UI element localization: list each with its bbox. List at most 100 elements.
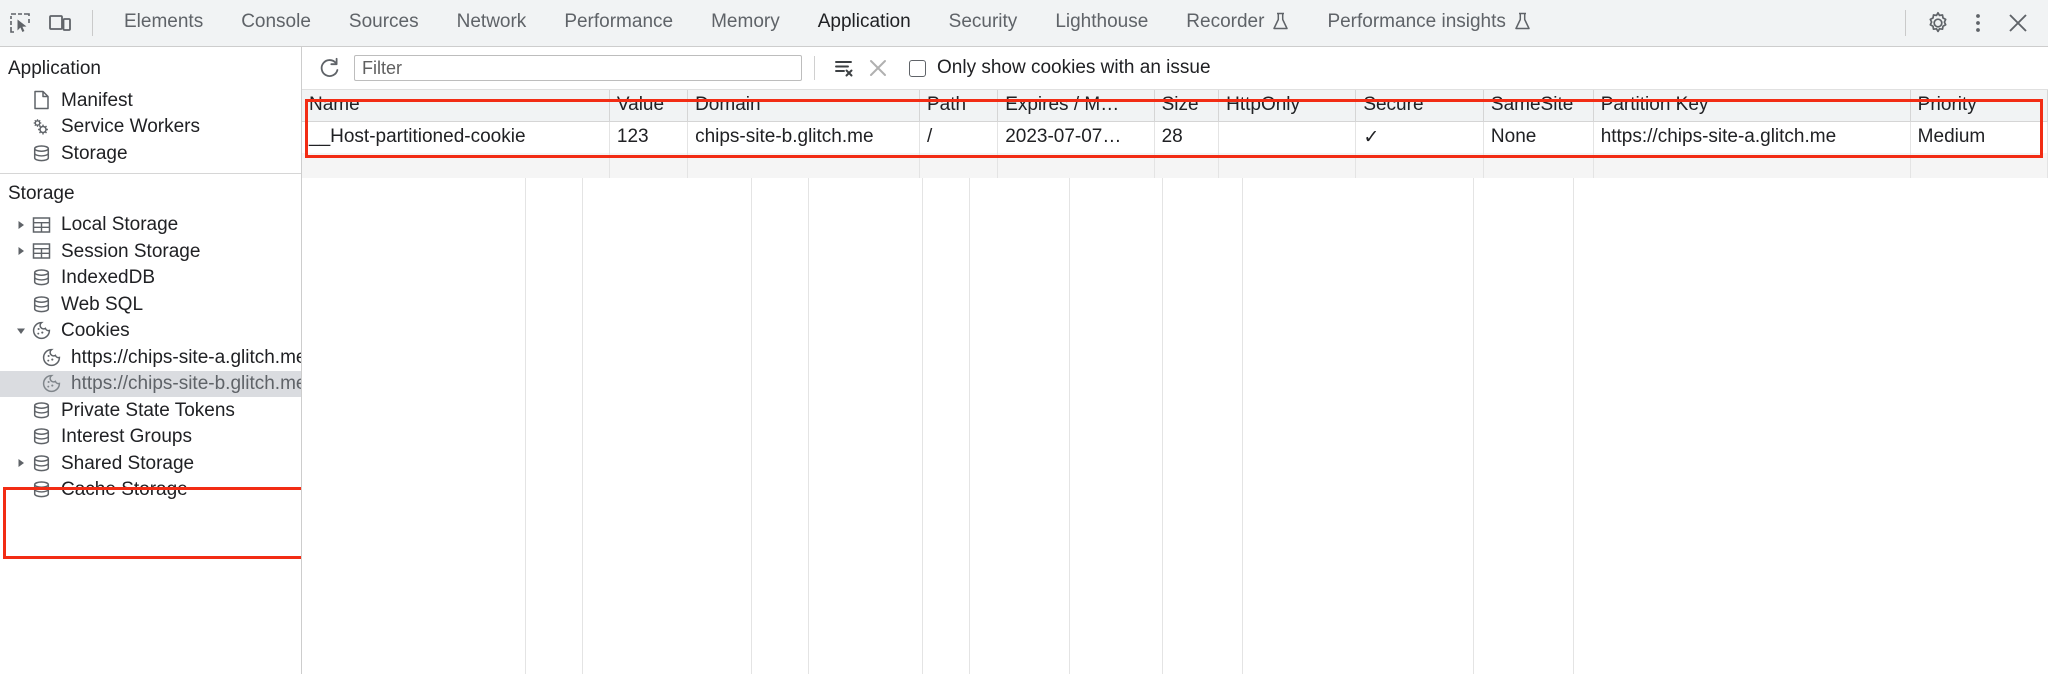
cookies-panel: Only show cookies with an issue Name Val…	[302, 47, 2048, 674]
filler-cell	[1154, 153, 1220, 178]
chevron-right-icon[interactable]	[12, 458, 30, 468]
sidebar-item-session-storage[interactable]: Session Storage	[0, 238, 301, 265]
empty-grid-columns	[302, 178, 2048, 674]
tab-recorder[interactable]: Recorder	[1167, 0, 1308, 46]
sidebar-item-cookies-chips-site-a[interactable]: https://chips-site-a.glitch.me	[0, 344, 301, 371]
sidebar-item-label: Storage	[61, 142, 128, 164]
column-header-partition-key[interactable]: Partition Key	[1593, 90, 1911, 122]
database-icon	[30, 453, 52, 473]
column-header-secure[interactable]: Secure	[1355, 90, 1484, 122]
tab-security[interactable]: Security	[930, 0, 1037, 46]
column-header-size[interactable]: Size	[1154, 90, 1220, 122]
cell-samesite: None	[1483, 121, 1594, 153]
device-toolbar-icon[interactable]	[40, 3, 80, 43]
refresh-icon[interactable]	[312, 53, 346, 83]
tab-label: Recorder	[1186, 10, 1265, 32]
sidebar-section-title-application: Application	[8, 58, 101, 79]
sidebar-item-private-state-tokens[interactable]: Private State Tokens	[0, 397, 301, 424]
table-header-row: Name Value Domain Path Expires / M… Size…	[302, 90, 2048, 122]
database-icon	[30, 268, 52, 288]
tab-performance-insights[interactable]: Performance insights	[1308, 0, 1549, 46]
sidebar-item-cookies[interactable]: Cookies	[0, 318, 301, 345]
tab-sources[interactable]: Sources	[330, 0, 438, 46]
gear-icon[interactable]	[1918, 3, 1958, 43]
column-header-expires[interactable]: Expires / M…	[997, 90, 1155, 122]
table-icon	[30, 241, 52, 261]
experiment-flask-icon	[1514, 12, 1531, 31]
cookie-icon	[40, 374, 62, 394]
table-icon	[30, 215, 52, 235]
chevron-right-icon[interactable]	[12, 246, 30, 256]
chevron-down-icon[interactable]	[12, 326, 30, 336]
table-row[interactable]: __Host-partitioned-cookie 123 chips-site…	[302, 121, 2048, 153]
filler-cell	[687, 153, 920, 178]
sidebar-item-storage[interactable]: Storage	[0, 140, 301, 167]
sidebar-item-label: Interest Groups	[61, 426, 192, 448]
sidebar-item-interest-groups[interactable]: Interest Groups	[0, 424, 301, 451]
sidebar-item-label: Web SQL	[61, 293, 144, 315]
tab-performance[interactable]: Performance	[545, 0, 692, 46]
sidebar-item-service-workers[interactable]: Service Workers	[0, 114, 301, 141]
sidebar-item-shared-storage[interactable]: Shared Storage	[0, 450, 301, 477]
application-sidebar: Application Manifest Service Workers	[0, 47, 302, 674]
toolbar-divider	[92, 10, 93, 36]
service-workers-gears-icon	[30, 117, 52, 137]
delete-selected-cookie-icon[interactable]	[861, 53, 895, 83]
experiment-flask-icon	[1272, 12, 1289, 31]
tab-label: Network	[456, 10, 527, 32]
toolbar-right-actions	[1893, 3, 2048, 43]
filter-input[interactable]	[354, 55, 802, 81]
sidebar-item-cache-storage[interactable]: Cache Storage	[0, 477, 301, 504]
sidebar-item-manifest[interactable]: Manifest	[0, 87, 301, 114]
filler-cell	[1218, 153, 1357, 178]
kebab-menu-icon[interactable]	[1958, 3, 1998, 43]
chevron-right-icon[interactable]	[12, 220, 30, 230]
database-icon	[30, 427, 52, 447]
filler-cell	[609, 153, 689, 178]
close-icon[interactable]	[1998, 3, 2038, 43]
tab-network[interactable]: Network	[438, 0, 546, 46]
sidebar-item-label: Local Storage	[61, 214, 179, 236]
tab-label: Sources	[348, 10, 419, 32]
filler-cell	[1483, 153, 1594, 178]
tab-label: Performance	[564, 10, 674, 32]
tab-application[interactable]: Application	[799, 0, 930, 46]
cell-size: 28	[1154, 121, 1220, 153]
sidebar-item-cookies-chips-site-b[interactable]: https://chips-site-b.glitch.me	[0, 370, 302, 397]
cell-name: __Host-partitioned-cookie	[302, 121, 610, 153]
database-icon	[30, 480, 52, 500]
inspect-element-icon[interactable]	[0, 3, 40, 43]
column-header-samesite[interactable]: SameSite	[1483, 90, 1594, 122]
sidebar-divider	[0, 172, 301, 174]
cell-secure: ✓	[1355, 121, 1484, 153]
column-header-path[interactable]: Path	[919, 90, 999, 122]
tab-elements[interactable]: Elements	[105, 0, 222, 46]
cookie-icon	[40, 347, 62, 367]
sidebar-item-label: https://chips-site-b.glitch.me	[71, 373, 302, 395]
sidebar-item-label: Private State Tokens	[61, 399, 235, 421]
tab-console[interactable]: Console	[222, 0, 330, 46]
sidebar-item-label: IndexedDB	[61, 267, 156, 289]
tab-lighthouse[interactable]: Lighthouse	[1036, 0, 1167, 46]
tab-memory[interactable]: Memory	[692, 0, 799, 46]
cookies-table-container: Name Value Domain Path Expires / M… Size…	[302, 90, 2048, 674]
sidebar-item-label: Cache Storage	[61, 479, 188, 501]
panel-tab-list: Elements Console Sources Network Perform…	[105, 0, 1550, 46]
column-header-domain[interactable]: Domain	[687, 90, 920, 122]
tab-label: Elements	[124, 10, 204, 32]
devtools-toolbar: Elements Console Sources Network Perform…	[0, 0, 2048, 47]
sidebar-item-local-storage[interactable]: Local Storage	[0, 212, 301, 239]
cookie-icon	[30, 321, 52, 341]
tab-label: Lighthouse	[1055, 10, 1149, 32]
sidebar-item-indexeddb[interactable]: IndexedDB	[0, 265, 301, 292]
only-show-issues-checkbox-group[interactable]: Only show cookies with an issue	[909, 57, 1211, 79]
column-header-httponly[interactable]: HttpOnly	[1218, 90, 1357, 122]
cell-expires: 2023-07-07…	[997, 121, 1155, 153]
only-show-issues-checkbox[interactable]	[909, 59, 926, 77]
sidebar-item-web-sql[interactable]: Web SQL	[0, 291, 301, 318]
column-header-value[interactable]: Value	[609, 90, 689, 122]
column-header-name[interactable]: Name	[302, 90, 610, 122]
cookies-filter-toolbar: Only show cookies with an issue	[302, 47, 2048, 90]
clear-all-cookies-icon[interactable]	[827, 53, 861, 83]
column-header-priority[interactable]: Priority	[1910, 90, 2048, 122]
